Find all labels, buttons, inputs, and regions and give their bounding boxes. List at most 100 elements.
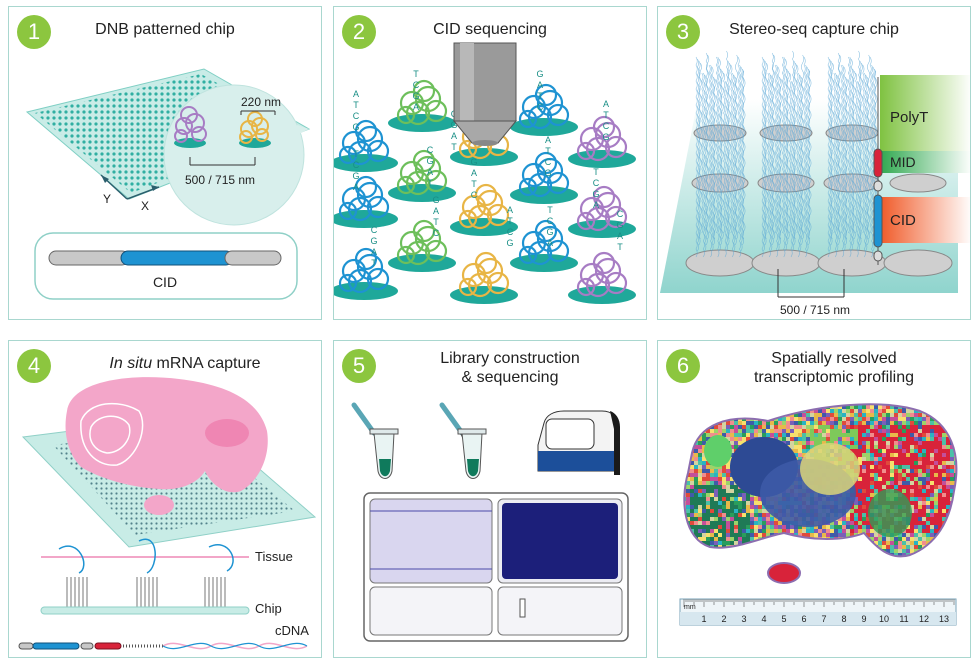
base-letter: T — [545, 146, 551, 156]
capture-oligo-clusters — [66, 577, 226, 607]
panel-3-title: Stereo-seq capture chip — [729, 21, 899, 38]
base-letter: C — [371, 225, 378, 235]
panel-4-title-italic: In situ — [109, 355, 153, 372]
ruler-tick-label: 7 — [821, 614, 826, 624]
dnb-cluster — [568, 185, 636, 238]
spacing-500: 500 / 715 nm — [185, 173, 255, 187]
panel-2-title: CID sequencing — [433, 21, 547, 38]
panel-4-title: In situ mRNA capture — [49, 355, 321, 373]
base-letter: A — [451, 131, 457, 141]
embryo-tissue — [65, 377, 268, 493]
base-letter: T — [603, 110, 609, 120]
ruler-tick-label: 4 — [761, 614, 766, 624]
zoom-bubble — [163, 84, 305, 226]
ruler-tick-label: 2 — [721, 614, 726, 624]
base-letter: G — [506, 238, 513, 248]
dnb-cluster — [334, 247, 398, 300]
base-letter: A — [427, 167, 433, 177]
step-badge-6: 6 — [666, 349, 700, 383]
base-letter: A — [471, 168, 477, 178]
base-letter: G — [450, 120, 457, 130]
ruler-tick-label: 3 — [741, 614, 746, 624]
base-letter: A — [593, 200, 599, 210]
dnb-chip-illustration: Y X 220 nm 500 / 715 nm CID — [25, 68, 311, 300]
capture-spot — [889, 173, 947, 193]
base-letter: T — [353, 149, 359, 159]
dnb-cluster — [510, 151, 578, 204]
ruler-tick-label: 10 — [879, 614, 889, 624]
dnb-cluster — [334, 119, 398, 172]
base-letter: C — [593, 178, 600, 188]
base-letter: G — [352, 171, 359, 181]
base-letter: G — [592, 189, 599, 199]
base-letter: C — [537, 102, 544, 112]
base-letter: G — [432, 195, 439, 205]
tail-section — [767, 562, 801, 584]
base-letter: C — [427, 145, 434, 155]
base-letter: A — [371, 247, 377, 257]
base-letter: A — [353, 89, 359, 99]
base-letter: C — [471, 190, 478, 200]
base-letter: T — [617, 242, 623, 252]
dnb-yellow — [239, 111, 269, 144]
base-letter: C — [507, 227, 514, 237]
base-letter: T — [471, 179, 477, 189]
base-letter: C — [617, 209, 624, 219]
in-situ-capture-illustration: Tissue Chip cDNA — [18, 377, 317, 650]
dnb-cluster — [568, 251, 636, 304]
panel-3: 3 Stereo-seq capture chip — [657, 6, 971, 320]
base-letter: G — [546, 227, 553, 237]
panel-5-title-line2: & sequencing — [461, 369, 559, 386]
dnb-cluster — [510, 219, 578, 272]
base-letter: A — [603, 99, 609, 109]
cid-label: CID — [153, 274, 177, 290]
base-letter: T — [593, 167, 599, 177]
sequencer-icon — [537, 410, 620, 475]
base-letter: T — [451, 142, 457, 152]
axis-x-label: X — [141, 199, 149, 213]
step-badge-2: 2 — [342, 15, 376, 49]
panel-2: 2 CID sequencing ATCGTCGACGATGATCATCGTCG… — [333, 6, 647, 320]
base-letter: C — [545, 157, 552, 167]
panel-4: 4 In situ mRNA capture Tissue — [8, 340, 322, 658]
chip-label: Chip — [255, 601, 282, 616]
library-sequencing-illustration — [351, 402, 629, 642]
base-letter: G — [426, 156, 433, 166]
spacing-label-3: 500 / 715 nm — [780, 303, 850, 317]
base-letter: A — [353, 182, 359, 192]
capture-spot — [751, 249, 821, 277]
base-letter: A — [547, 238, 553, 248]
step-badge-3: 3 — [666, 15, 700, 49]
ruler-tick-label: 5 — [781, 614, 786, 624]
base-letter: C — [603, 121, 610, 131]
panel-1-title: DNB patterned chip — [95, 21, 235, 38]
panel-6-title: Spatially resolved transcriptomic profil… — [698, 349, 970, 387]
dnb-cluster — [388, 219, 456, 272]
base-letter: A — [617, 231, 623, 241]
base-letter: C — [547, 216, 554, 226]
sequencing-nozzle — [452, 42, 518, 146]
tube-with-pipette-2 — [439, 402, 487, 479]
panel-6: 6 Spatially resolved transcriptomic prof… — [657, 340, 971, 658]
base-letter: C — [433, 228, 440, 238]
base-letter: G — [536, 69, 543, 79]
base-letter: T — [537, 91, 543, 101]
base-letter: C — [353, 111, 360, 121]
dnb-cluster — [510, 83, 578, 136]
capture-spot — [685, 249, 755, 277]
base-letter: G — [616, 220, 623, 230]
ruler-tick-label: 9 — [861, 614, 866, 624]
panel-6-title-line2: transcriptomic profiling — [753, 369, 915, 386]
dnb-cluster — [334, 175, 398, 228]
dnb-cluster — [450, 251, 518, 304]
dnb-cluster — [388, 79, 456, 132]
ruler-tick-label: 6 — [801, 614, 806, 624]
panel-5-title-line1: Library construction — [440, 350, 580, 367]
base-letter: T — [427, 178, 433, 188]
base-letter: G — [370, 236, 377, 246]
ruler-tick-label: 11 — [899, 614, 908, 624]
ruler-tick-label: 12 — [919, 614, 929, 624]
